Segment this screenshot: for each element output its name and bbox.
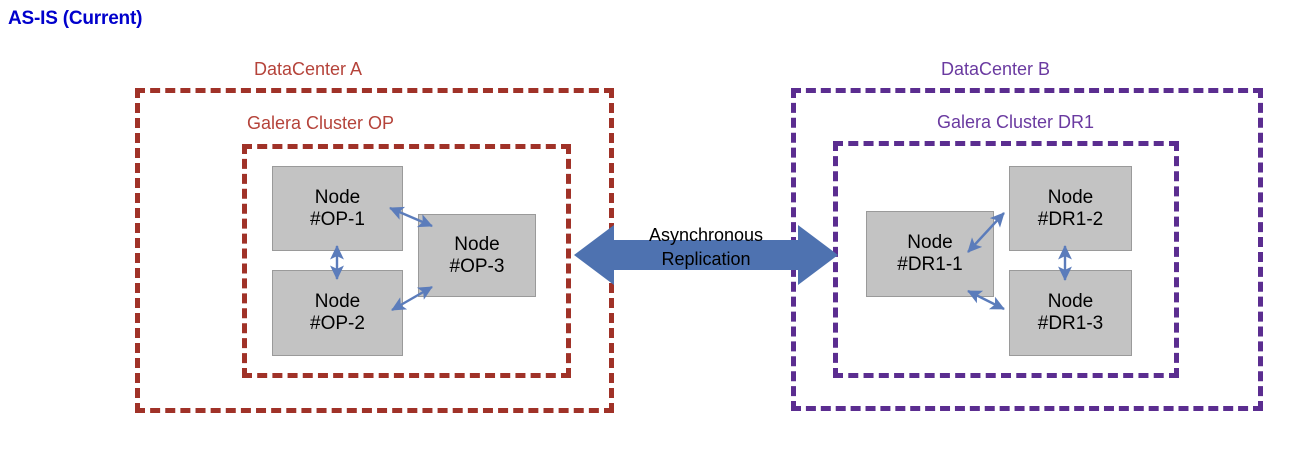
galera-cluster-dr1-label: Galera Cluster DR1: [937, 112, 1095, 132]
page-title: AS-IS (Current): [8, 8, 143, 29]
galera-cluster-op-boundary: [242, 144, 571, 378]
node-dr1-2-line2: #DR1-2: [1037, 208, 1104, 230]
node-dr1-1[interactable]: Node #DR1-1: [866, 211, 994, 297]
node-op-1-line1: Node: [314, 186, 361, 208]
node-op-1-line2: #OP-1: [310, 208, 365, 230]
node-dr1-3-line1: Node: [1047, 291, 1094, 313]
node-op-2-line1: Node: [314, 291, 361, 313]
asynchronous-replication-label: Asynchronous Replication: [622, 224, 790, 272]
node-op-1[interactable]: Node #OP-1: [272, 166, 403, 251]
replication-line1: Asynchronous: [648, 225, 764, 245]
node-dr1-3[interactable]: Node #DR1-3: [1009, 270, 1132, 356]
galera-cluster-op-label: Galera Cluster OP: [247, 113, 395, 133]
node-dr1-2[interactable]: Node #DR1-2: [1009, 166, 1132, 251]
datacenter-b-label: DataCenter B: [941, 59, 1051, 79]
node-op-2-line2: #OP-2: [310, 313, 365, 334]
datacenter-a-label: DataCenter A: [254, 59, 363, 79]
node-dr1-1-line2: #DR1-1: [897, 254, 963, 275]
node-op-2[interactable]: Node #OP-2: [272, 270, 403, 356]
node-dr1-2-line1: Node: [1047, 186, 1094, 208]
node-op-3-line2: #OP-3: [449, 255, 505, 277]
node-op-3[interactable]: Node #OP-3: [418, 214, 536, 297]
node-dr1-1-line1: Node: [907, 232, 953, 254]
node-dr1-3-line2: #DR1-3: [1037, 313, 1104, 334]
node-op-3-line1: Node: [454, 233, 500, 255]
replication-line2: Replication: [661, 248, 751, 269]
